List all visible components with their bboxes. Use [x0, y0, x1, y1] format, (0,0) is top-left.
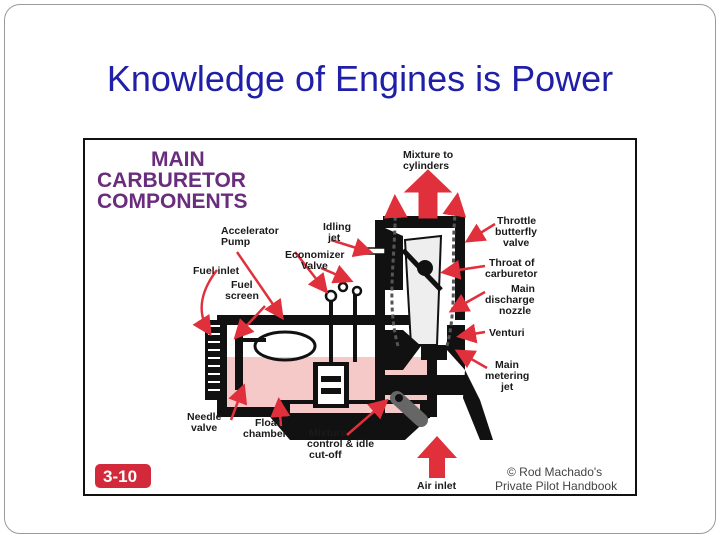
throttle-butterfly-valve [401, 248, 443, 292]
accelerator-pump [313, 281, 363, 408]
heading-line-3: COMPONENTS [97, 190, 248, 213]
float [253, 330, 317, 362]
mixture-control-arm [390, 391, 428, 427]
label-leaders [192, 222, 496, 436]
mixture-outlet-arrow [403, 169, 453, 219]
heading-line-2: CARBURETOR [97, 169, 246, 192]
carburetor-illustration: MAIN CARBURETOR COMPONENTS [95, 148, 618, 493]
slide-title: Knowledge of Engines is Power [106, 58, 614, 99]
label-air-inlet: Air inlet [417, 480, 457, 492]
needle-valve [235, 335, 266, 390]
label-fuel-inlet: Fuel inlet [193, 265, 240, 277]
figure-number-badge [95, 464, 151, 488]
air-inlet-arrow [417, 436, 457, 478]
credit-line-1: © Rod Machado's [507, 465, 602, 479]
fuel-screen [205, 320, 223, 400]
label-venturi: Venturi [489, 327, 525, 339]
figure-number: 3-10 [103, 467, 137, 486]
carburetor-diagram: MAIN CARBURETOR COMPONENTS [83, 138, 637, 496]
heading-line-1: MAIN [151, 148, 205, 171]
credit-line-2: Private Pilot Handbook [495, 479, 618, 493]
